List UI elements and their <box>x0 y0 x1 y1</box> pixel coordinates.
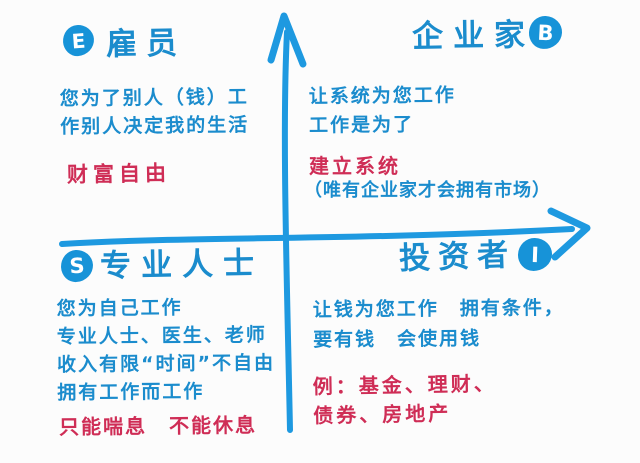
text-line: 您为了别人（钱）工 <box>59 86 249 110</box>
text-line: 收入有限“时间”不自由 <box>57 352 276 376</box>
text-line: 拥有工作而工作 <box>57 380 205 404</box>
self-employed-description: 您为自己工作 专业人士、医生、老师 收入有限“时间”不自由 拥有工作而工作 <box>57 293 276 407</box>
text-line: 让钱为您工作 拥有条件， <box>312 296 565 322</box>
business-owner-highlight: 建立系统 <box>309 154 401 178</box>
text-line: 工作是为了 <box>309 113 415 137</box>
quadrant-self-employed-title: 专业人士 <box>99 245 265 285</box>
self-employed-highlight: 只能喘息 不能休息 <box>58 412 258 440</box>
text-line: 作别人决定我的生活 <box>60 114 250 138</box>
employee-highlight: 财富自由 <box>66 161 172 187</box>
investor-badge-icon: I <box>517 237 553 272</box>
investor-description: 让钱为您工作 拥有条件， 要有钱 会使用钱 <box>313 293 566 355</box>
employee-description: 您为了别人（钱）工 作别人决定我的生活 <box>60 83 250 141</box>
investor-examples: 例：基金、理财、 债券、房地产 <box>313 369 498 430</box>
quadrant-business-owner-title: 企业家 <box>411 17 536 55</box>
text-line: 要有钱 会使用钱 <box>313 327 482 352</box>
text-line: 让系统为您工作 <box>308 84 456 108</box>
self-employed-badge-icon: S <box>60 249 94 283</box>
quadrant-employee-title: 雇员 <box>105 25 187 63</box>
text-line: 专业人士、医生、老师 <box>56 324 267 348</box>
business-owner-description: 让系统为您工作 工作是为了 <box>309 81 457 140</box>
up-arrow-icon <box>267 12 307 433</box>
text-line: 债券、房地产 <box>313 401 452 428</box>
business-owner-note: （唯有企业家才会拥有市场） <box>304 180 551 201</box>
employee-badge-icon: E <box>61 23 96 58</box>
quadrant-investor-title: 投资者 <box>398 236 517 278</box>
business-owner-badge-icon: B <box>528 15 563 50</box>
text-line: 例：基金、理财、 <box>312 371 497 399</box>
text-line: 您为自己工作 <box>56 296 183 320</box>
